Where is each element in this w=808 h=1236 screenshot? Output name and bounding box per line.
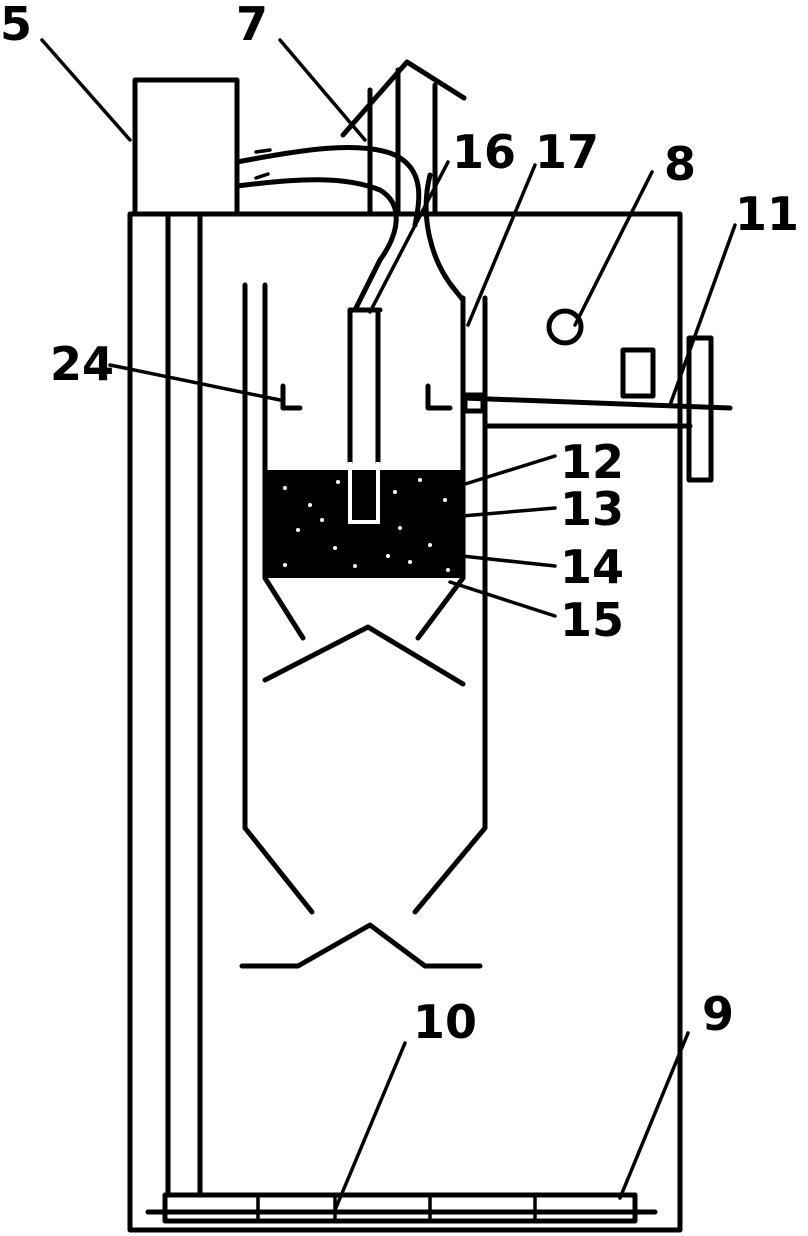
part-labels: 5 7 16 17 8 11 24 12 13 14 15 10 9 [0, 0, 799, 1049]
label-8: 8 [664, 137, 696, 191]
outer-tank [127, 211, 683, 1233]
wavy-line [423, 172, 466, 303]
bed-particle [308, 503, 312, 507]
bed-particle [408, 560, 412, 564]
bed-particle [283, 563, 287, 567]
side-outlet [460, 335, 733, 483]
control-box [132, 77, 240, 217]
label-7: 7 [236, 0, 268, 51]
bed-particle [296, 528, 300, 532]
bed-particle [398, 526, 402, 530]
label-14: 14 [560, 540, 624, 594]
bed-particle [353, 564, 357, 568]
label-9: 9 [702, 987, 734, 1041]
label-12: 12 [560, 435, 624, 489]
bed-particle [333, 546, 337, 550]
bed-particle [386, 554, 390, 558]
label-17: 17 [535, 125, 599, 179]
bed-particle [443, 498, 447, 502]
label-15: 15 [560, 593, 624, 647]
bed-particle [428, 543, 432, 547]
bed-particle [418, 478, 422, 482]
label-13: 13 [560, 482, 624, 536]
label-10: 10 [413, 995, 477, 1049]
top-hood [340, 59, 467, 217]
label-11: 11 [735, 187, 799, 241]
leader-lines [40, 38, 737, 1212]
central-pipe [347, 307, 383, 465]
hook-baffles [280, 383, 453, 411]
label-24: 24 [50, 337, 114, 391]
label-5: 5 [0, 0, 32, 51]
bed-particles [283, 478, 450, 572]
inner-vessel [239, 282, 488, 969]
bed-particle [283, 486, 287, 490]
connection-tubes [234, 144, 422, 313]
central-pipe-lower [348, 462, 380, 524]
bed-particle [393, 490, 397, 494]
label-16: 16 [452, 125, 516, 179]
bottom-grid [145, 1192, 658, 1224]
bed-particle [336, 480, 340, 484]
bed-particle [320, 518, 324, 522]
bed-particle [446, 568, 450, 572]
sensor-circle [546, 308, 584, 346]
